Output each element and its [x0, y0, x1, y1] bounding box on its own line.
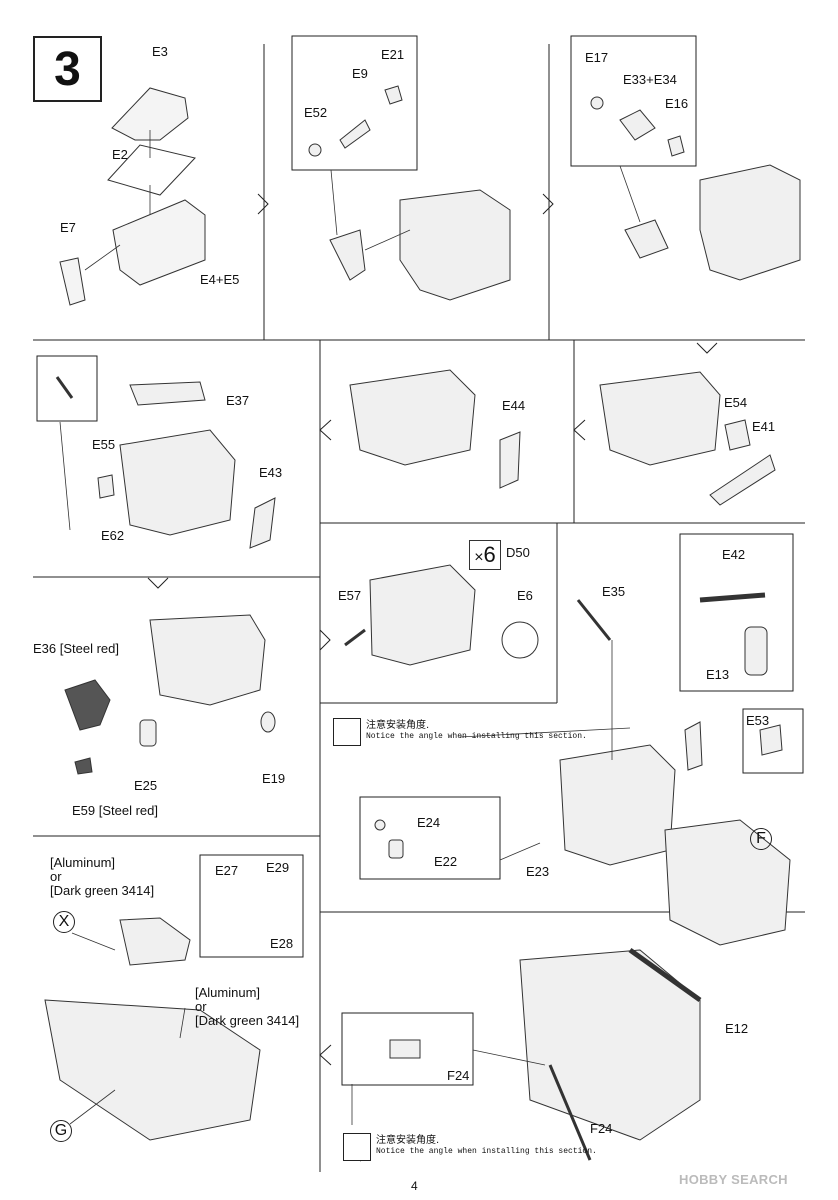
label-e33e34: E33+E34: [623, 72, 677, 87]
label-e27: E27: [215, 863, 239, 878]
angle-note-1: 注意安装角度. Notice the angle when installing…: [366, 720, 587, 741]
label-e22: E22: [434, 854, 458, 869]
paint-note-a-line1: [Aluminum]: [50, 855, 116, 870]
step-number: 3: [33, 36, 102, 102]
label-e12: E12: [725, 1021, 749, 1036]
label-e62: E62: [101, 528, 125, 543]
label-e54: E54: [724, 395, 748, 410]
label-e37: E37: [226, 393, 250, 408]
marker-x: X: [53, 911, 75, 933]
label-e43: E43: [259, 465, 283, 480]
paint-note-b-line1: [Aluminum]: [195, 985, 261, 1000]
label-e36: E36 [Steel red]: [33, 641, 119, 656]
label-e6: E6: [517, 588, 533, 603]
paint-note-b-line2: or: [195, 999, 207, 1014]
label-e25: E25: [134, 778, 158, 793]
label-e59: E59 [Steel red]: [72, 803, 158, 818]
warning-icon: [343, 1133, 371, 1161]
label-e28: E28: [270, 936, 294, 951]
watermark: HOBBY SEARCH: [679, 1172, 788, 1187]
label-e17: E17: [585, 50, 609, 65]
label-e44: E44: [502, 398, 526, 413]
label-e9: E9: [352, 66, 368, 81]
label-e35: E35: [602, 584, 626, 599]
label-e42: E42: [722, 547, 746, 562]
label-e21: E21: [381, 47, 405, 62]
label-e53: E53: [746, 713, 770, 728]
paint-note-a-line3: [Dark green 3414]: [50, 883, 155, 898]
angle-note-2: 注意安装角度. Notice the angle when installing…: [376, 1135, 597, 1156]
label-e3: E3: [152, 44, 168, 59]
label-e24: E24: [417, 815, 441, 830]
label-e7: E7: [60, 220, 76, 235]
label-e2: E2: [112, 147, 128, 162]
label-e4e5: E4+E5: [200, 272, 240, 287]
part-e3: [111, 87, 189, 141]
quantity-multiplier: ×6: [469, 540, 501, 570]
label-e23: E23: [526, 864, 550, 879]
label-d50: D50: [506, 545, 530, 560]
label-e52: E52: [304, 105, 328, 120]
label-f24: F24: [590, 1121, 613, 1136]
paint-note-a-line2: or: [50, 869, 62, 884]
page-number: 4: [411, 1179, 418, 1193]
paint-note-b-line3: [Dark green 3414]: [195, 1013, 300, 1028]
label-e41: E41: [752, 419, 776, 434]
label-f24-box: F24: [447, 1068, 470, 1083]
label-e29: E29: [266, 860, 290, 875]
label-e55: E55: [92, 437, 116, 452]
marker-f: F: [750, 828, 772, 850]
label-e13: E13: [706, 667, 730, 682]
label-e16: E16: [665, 96, 689, 111]
marker-g: G: [50, 1120, 72, 1142]
label-e57: E57: [338, 588, 362, 603]
warning-icon: [333, 718, 361, 746]
label-e19: E19: [262, 771, 286, 786]
